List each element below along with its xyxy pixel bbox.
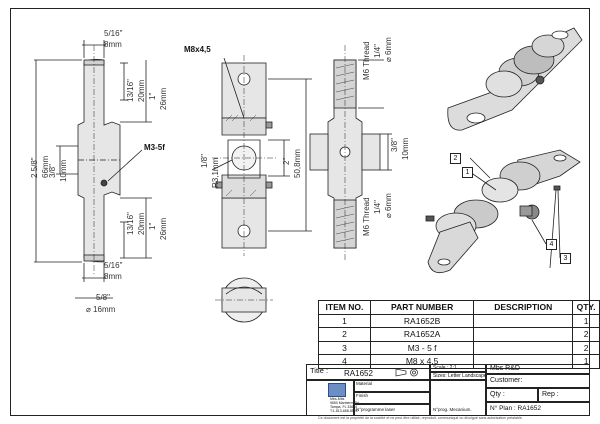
isometric-exploded bbox=[425, 149, 581, 274]
thread-bot-in: 1/4" bbox=[373, 200, 382, 214]
dim-lower-13-16: 13/16" bbox=[126, 212, 135, 235]
bom-qty: 2 bbox=[572, 340, 600, 355]
dim-lower-1: 1" bbox=[148, 222, 157, 230]
thread-top-in: 1/4" bbox=[373, 44, 382, 58]
bom-header-item: ITEM NO. bbox=[318, 300, 371, 315]
company-line: T:1-813-658-8525 bbox=[330, 409, 358, 413]
callout-3: 3 bbox=[560, 253, 571, 264]
projection-symbol bbox=[395, 368, 418, 377]
rep-label: Rep : bbox=[542, 391, 559, 398]
bom-row: 1 RA1652B 1 bbox=[318, 313, 600, 328]
bom-qty: 2 bbox=[572, 327, 600, 342]
dim-radius-in: 1/8" bbox=[200, 154, 209, 168]
prog-laser-label: N°programme laser bbox=[356, 407, 396, 412]
title-value: RA1652 bbox=[344, 369, 373, 378]
bom-item: 3 bbox=[318, 340, 371, 355]
bom-desc bbox=[473, 313, 574, 328]
callout-2: 2 bbox=[450, 153, 461, 164]
dim-upper-13-16: 13/16" bbox=[126, 79, 135, 102]
callout-1: 1 bbox=[462, 167, 473, 178]
scale-label: Scale : 2:1 bbox=[433, 365, 457, 371]
bolt-label: M8x4,5 bbox=[184, 45, 211, 54]
bom-part: M3 - 5 f bbox=[369, 340, 475, 355]
bom-row: 2 RA1652A 2 bbox=[318, 327, 600, 342]
bom-header-qty: QTY. bbox=[572, 300, 600, 315]
dim-center-dist-in: 2" bbox=[282, 157, 291, 165]
bom-desc bbox=[473, 327, 574, 342]
customer-label: Customer: bbox=[490, 377, 523, 384]
company-line: Mbs-Mbs bbox=[330, 397, 345, 401]
dim-bottom-width-mm: 8mm bbox=[104, 272, 122, 281]
thread-top-label: M6 Thread bbox=[362, 41, 371, 80]
bom-qty: 1 bbox=[572, 313, 600, 328]
company-line: Tampa, FL 33634 bbox=[330, 405, 358, 409]
dim-diameter: 5/8" bbox=[96, 293, 110, 302]
dim-radius-mm: R3,1mm bbox=[211, 157, 220, 188]
top-view bbox=[215, 277, 273, 323]
dim-diameter-mm: ⌀ 16mm bbox=[86, 305, 116, 314]
qty-label: Qty : bbox=[490, 391, 505, 398]
bom-part: RA1652A bbox=[369, 327, 475, 342]
dim-upper-20: 20mm bbox=[137, 79, 146, 102]
side-view bbox=[309, 45, 392, 260]
front-view bbox=[34, 40, 152, 299]
company-name: Mbs R&D bbox=[490, 365, 520, 372]
dim-center-10: 10mm bbox=[59, 159, 68, 182]
bill-of-materials: ITEM NO. PART NUMBER DESCRIPTION QTY. 1 … bbox=[318, 300, 600, 369]
bom-item: 2 bbox=[318, 327, 371, 342]
sizes-label: Sizes: Letter Landscape bbox=[433, 373, 487, 379]
thread-bot-mm: ⌀ 6mm bbox=[384, 193, 393, 218]
thread-top-mm: ⌀ 6mm bbox=[384, 37, 393, 62]
dim-bottom-width: 5/16" bbox=[104, 261, 123, 270]
dim-overall: 2 5/8" bbox=[30, 157, 39, 178]
dim-lower-20: 20mm bbox=[137, 212, 146, 235]
footer-note: Ce document est la propriété de la socié… bbox=[318, 416, 523, 420]
dim-upper-26: 26mm bbox=[159, 87, 168, 110]
bom-desc bbox=[473, 340, 574, 355]
callout-4: 4 bbox=[546, 239, 557, 250]
finish-label: Finish bbox=[356, 393, 369, 398]
company-line: 9650 Manberm Rd. bbox=[330, 401, 360, 405]
isometric-assembled bbox=[447, 27, 583, 131]
material-label: Material bbox=[356, 381, 373, 386]
dim-side-10: 10mm bbox=[401, 137, 410, 160]
plan-number: N° Plan : RA1652 bbox=[490, 405, 542, 412]
thread-bot-label: M6 Thread bbox=[362, 197, 371, 236]
company-logo bbox=[328, 383, 346, 397]
title-label: Title : bbox=[310, 366, 329, 375]
section-view bbox=[211, 55, 312, 256]
dim-top-width-mm: 8mm bbox=[104, 40, 122, 49]
title-block: Title : RA1652 Mbs-Mbs 9650 Manberm Rd. … bbox=[306, 364, 590, 416]
dim-upper-1: 1" bbox=[148, 92, 157, 100]
dim-top-width: 5/16" bbox=[104, 29, 123, 38]
bom-header-desc: DESCRIPTION bbox=[473, 300, 574, 315]
drawing-sheet bbox=[10, 8, 590, 416]
bom-header-part: PART NUMBER bbox=[369, 300, 475, 315]
setscrew-label: M3-5f bbox=[144, 143, 165, 152]
bom-part: RA1652B bbox=[369, 313, 475, 328]
dim-center-dist-mm: 50,8mm bbox=[293, 149, 302, 178]
bom-item: 1 bbox=[318, 313, 371, 328]
dim-lower-26: 26mm bbox=[159, 217, 168, 240]
bom-row: 3 M3 - 5 f 2 bbox=[318, 340, 600, 355]
dim-center-3-8: 3/8" bbox=[48, 164, 57, 178]
dim-side-3-8: 3/8" bbox=[390, 138, 399, 152]
prog-mech-label: N°prog. Mecanium. bbox=[433, 407, 472, 412]
